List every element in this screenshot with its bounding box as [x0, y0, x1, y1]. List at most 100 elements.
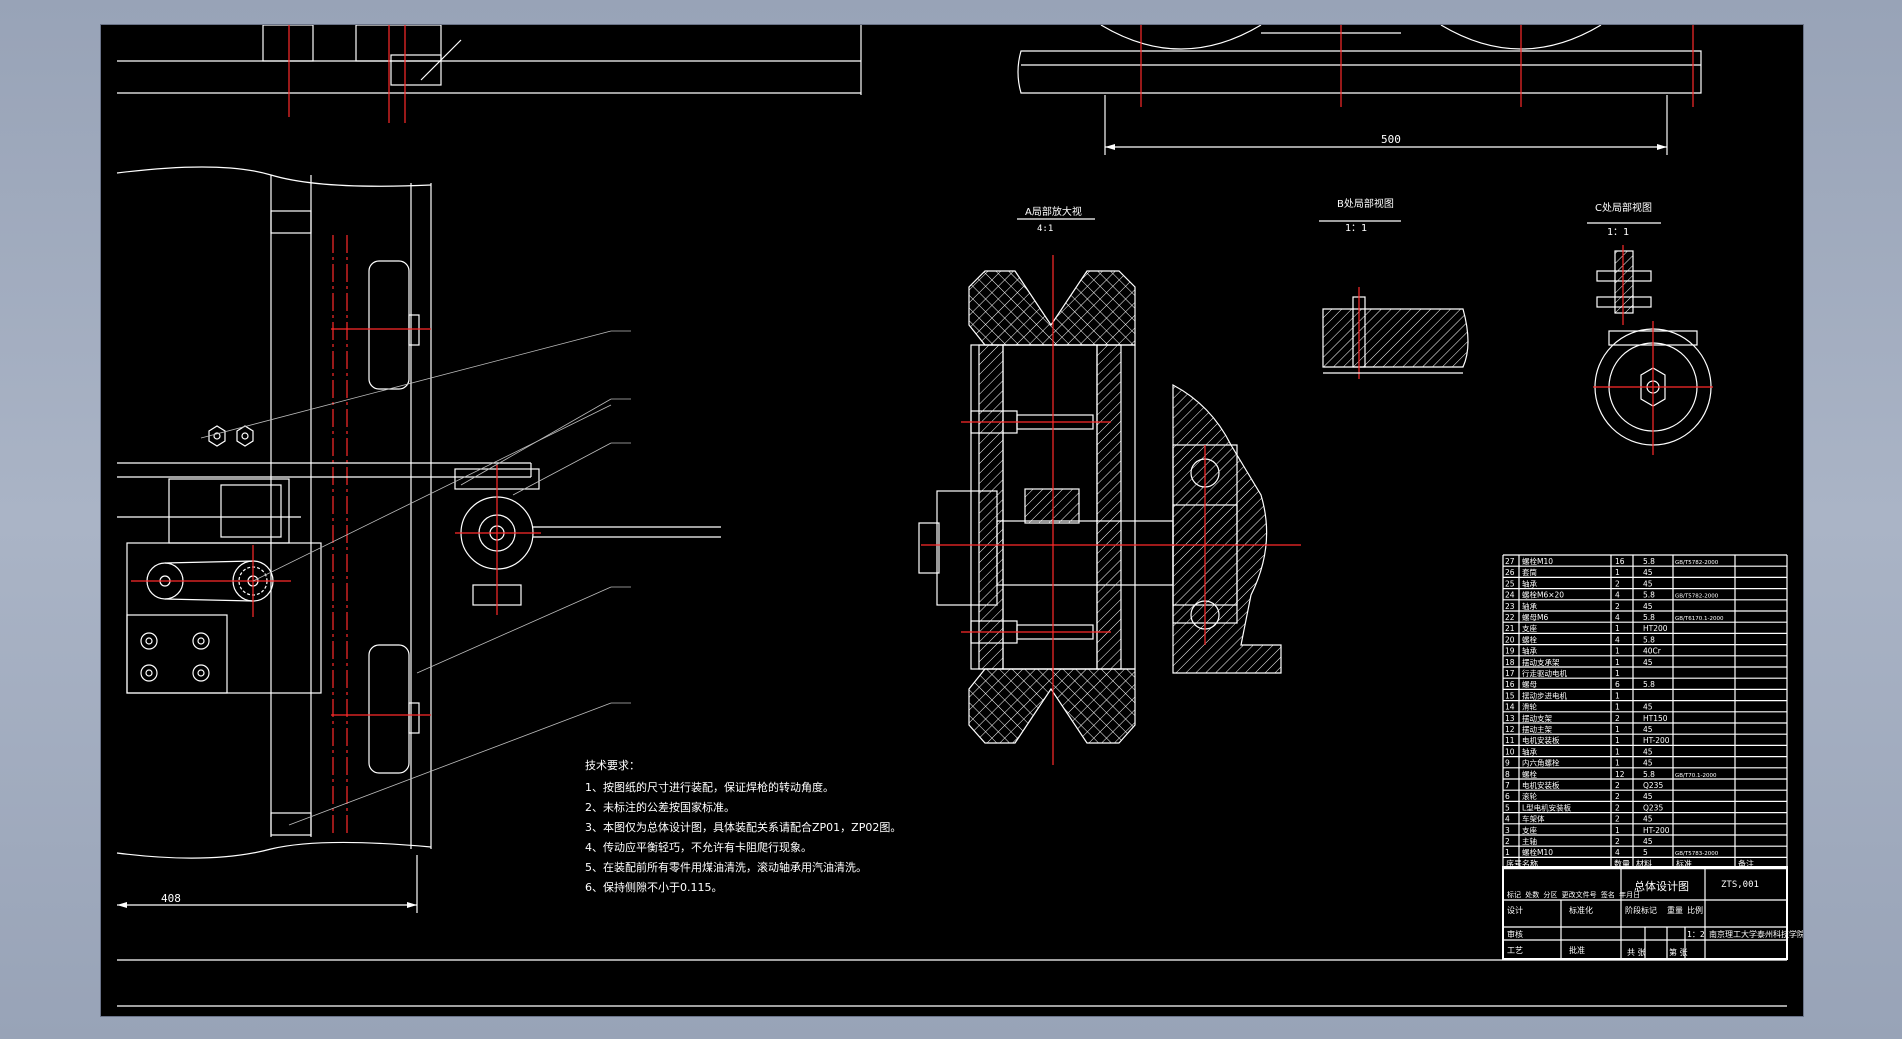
main-assembly-view: 408 — [116, 166, 721, 913]
belt-drive — [131, 545, 291, 617]
title-label-design: 设计 — [1507, 905, 1523, 915]
bom-cell-qty: 2 — [1615, 815, 1620, 824]
bom-cell-material: 45 — [1643, 703, 1653, 712]
title-school: 南京理工大学泰州科技学院 — [1709, 929, 1803, 939]
hex-nut-pair — [208, 425, 254, 447]
bom-cell-name: 螺栓M6×20 — [1522, 590, 1564, 600]
bom-cell-material: 5.8 — [1643, 680, 1655, 689]
bom-cell-qty: 1 — [1615, 647, 1620, 656]
bom-cell-name: L型电机安装板 — [1522, 802, 1572, 812]
bom-cell-material: 45 — [1643, 837, 1653, 846]
bom-cell-index: 11 — [1505, 736, 1515, 745]
bom-cell-name: 滚轮 — [1522, 791, 1538, 801]
bom-cell-qty: 1 — [1615, 736, 1620, 745]
bom-cell-index: 10 — [1505, 747, 1515, 756]
tech-req-line: 6、保持侧隙不小于0.115。 — [585, 880, 723, 894]
title-cell-ratio: 比例 — [1687, 905, 1703, 915]
detail-a-title: A局部放大视 — [1025, 205, 1082, 218]
detail-view-c: C处局部视图 1：1 — [1587, 201, 1713, 455]
bom-cell-index: 25 — [1505, 579, 1515, 588]
bom-cell-name: 电机安装板 — [1522, 780, 1560, 790]
bom-cell-standard: GB/T70.1-2000 — [1675, 773, 1717, 779]
bom-cell-index: 5 — [1505, 803, 1510, 812]
bom-cell-name: 摆动支架 — [1522, 713, 1552, 723]
bom-cell-name: 主轴 — [1522, 836, 1537, 846]
bom-cell-material: 45 — [1643, 759, 1653, 768]
bom-header-cell: 标准 — [1676, 858, 1692, 868]
bom-cell-qty: 2 — [1615, 792, 1620, 801]
bom-cell-material: HT150 — [1643, 714, 1668, 723]
bom-cell-qty: 2 — [1615, 579, 1620, 588]
title-label-review: 审核 — [1507, 929, 1523, 939]
drawing-canvas: 408 500 A局部放大视 4:1 — [116, 25, 1803, 1007]
bom-cell-qty: 1 — [1615, 691, 1620, 700]
bom-cell-material: Q235 — [1643, 803, 1663, 812]
drawing-number: ZTS,001 — [1721, 880, 1759, 890]
rail-section-view: 500 — [1017, 25, 1702, 155]
drawing-title: 总体设计图 — [1634, 879, 1689, 893]
title-scale: 1：2 — [1687, 930, 1705, 939]
swing-pivot — [454, 465, 721, 615]
detail-b-title: B处局部视图 — [1337, 197, 1394, 210]
detail-view-a: A局部放大视 4:1 — [918, 205, 1301, 765]
bom-cell-index: 6 — [1505, 792, 1510, 801]
bom-cell-index: 7 — [1505, 781, 1510, 790]
bom-cell-material: 45 — [1643, 602, 1653, 611]
bom-cell-qty: 1 — [1615, 624, 1620, 633]
bom-cell-index: 18 — [1505, 658, 1515, 667]
dimension-500-label: 500 — [1381, 133, 1401, 146]
bom-cell-index: 19 — [1505, 647, 1515, 656]
bom-cell-material: 40Cr — [1643, 647, 1662, 656]
bom-cell-material: 45 — [1643, 747, 1653, 756]
bom-header-cell: 名称 — [1522, 858, 1538, 868]
leader-lines — [200, 330, 631, 826]
bom-cell-name: 轴承 — [1522, 746, 1538, 756]
bom-cell-index: 14 — [1505, 703, 1515, 712]
dimension-408-label: 408 — [161, 892, 181, 905]
bom-cell-material: 5.8 — [1643, 557, 1655, 566]
bom-cell-name: 摆动步进电机 — [1522, 690, 1567, 700]
bom-cell-name: 轴承 — [1522, 601, 1538, 611]
bom-cell-standard: GB/T5782-2000 — [1675, 594, 1719, 600]
title-sheets-total: 共 张 — [1627, 948, 1646, 957]
tech-requirements: 技术要求： 1、按图纸的尺寸进行装配，保证焊枪的转动角度。 2、未标注的公差按国… — [585, 759, 901, 894]
tech-req-line: 3、本图仅为总体设计图，具体装配关系请配合ZP01，ZP02图。 — [585, 820, 901, 834]
bom-cell-material: 45 — [1643, 792, 1653, 801]
bom-cell-qty: 2 — [1615, 602, 1620, 611]
bom-cell-qty: 12 — [1615, 770, 1625, 779]
detail-c-title: C处局部视图 — [1595, 201, 1652, 214]
bom-cell-name: 支座 — [1522, 825, 1538, 835]
bom-cell-qty: 4 — [1615, 591, 1620, 600]
title-sheet-no: 第 张 — [1669, 947, 1688, 957]
bom-cell-index: 8 — [1505, 770, 1510, 779]
bom-header-cell: 材料 — [1636, 858, 1652, 868]
title-label-approve: 批准 — [1569, 945, 1585, 955]
bom-cell-qty: 4 — [1615, 635, 1620, 644]
bom-cell-material: 45 — [1643, 658, 1653, 667]
bom-cell-material: 45 — [1643, 579, 1653, 588]
bom-cell-standard: GB/T5783-2000 — [1675, 851, 1719, 857]
bom-cell-name: 套筒 — [1522, 567, 1538, 577]
bom-cell-name: 电机安装板 — [1522, 735, 1560, 745]
bom-cell-index: 3 — [1505, 826, 1510, 835]
bom-cell-name: 摆动主架 — [1522, 724, 1552, 734]
bom-cell-qty: 4 — [1615, 848, 1620, 857]
top-partial-view — [117, 25, 862, 123]
title-cell-stage: 阶段标记 — [1625, 905, 1657, 915]
bom-cell-material: HT200 — [1643, 624, 1668, 633]
bom-cell-material: 5.8 — [1643, 613, 1655, 622]
bom-cell-material: 45 — [1643, 815, 1653, 824]
bom-cell-index: 9 — [1505, 759, 1510, 768]
tech-req-line: 5、在装配前所有零件用煤油清洗，滚动轴承用汽油清洗。 — [585, 860, 867, 874]
bom-cell-material: 45 — [1643, 725, 1653, 734]
bom-cell-name: 螺栓M10 — [1522, 847, 1553, 857]
bom-cell-qty: 1 — [1615, 747, 1620, 756]
bom-cell-index: 20 — [1505, 635, 1515, 644]
cad-drawing-viewport[interactable]: 408 500 A局部放大视 4:1 — [100, 24, 1804, 1017]
bom-cell-qty: 2 — [1615, 837, 1620, 846]
bom-cell-index: 1 — [1505, 848, 1510, 857]
bom-cell-qty: 1 — [1615, 759, 1620, 768]
bom-cell-qty: 2 — [1615, 781, 1620, 790]
bom-cell-name: 螺母 — [1522, 679, 1538, 689]
bom-cell-name: 摆动支承架 — [1522, 657, 1560, 667]
